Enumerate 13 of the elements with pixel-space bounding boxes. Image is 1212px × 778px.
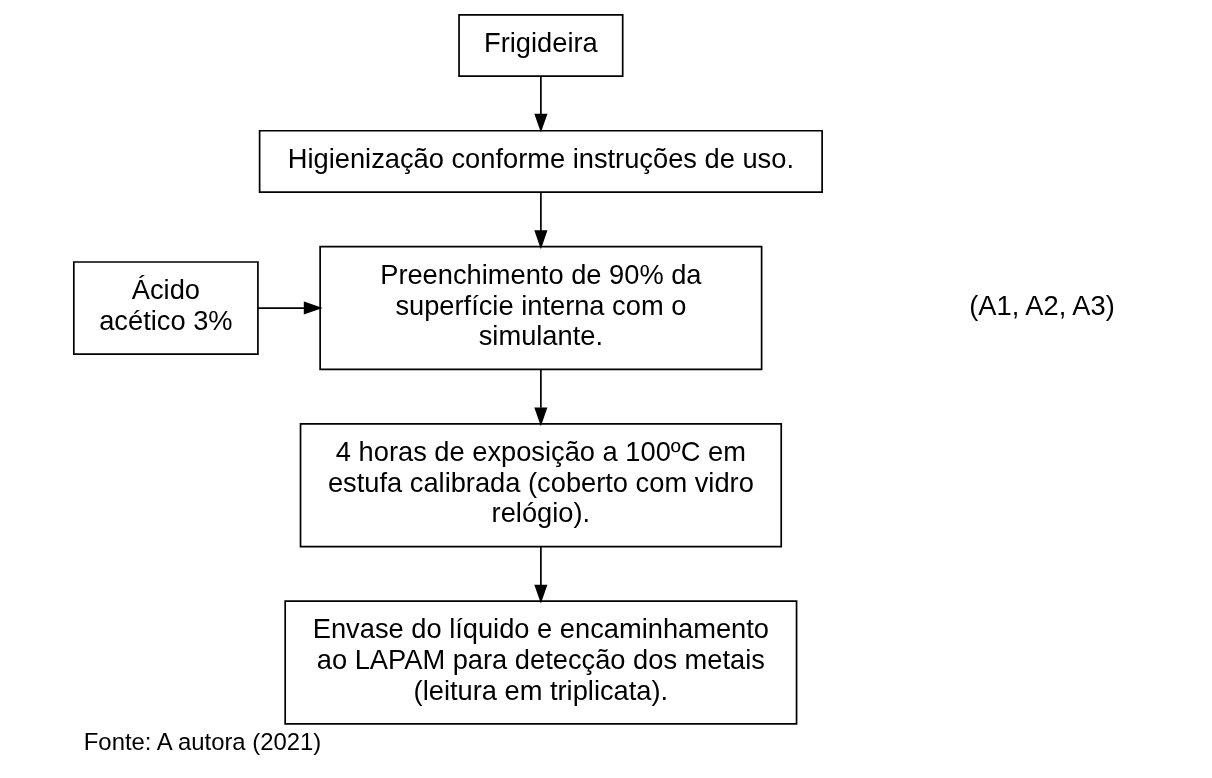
label: (A1, A2, A3) xyxy=(968,289,1115,321)
arrow xyxy=(533,191,547,250)
arrow xyxy=(256,301,323,315)
node-box: Preenchimento de 90% da superfície interna com o simulante. xyxy=(318,245,762,371)
node-box: Ácido acético 3% xyxy=(72,261,259,355)
node-box: Envase do líquido e encaminhamento ao LAPAM para detecção dos metais (leitura em triplicata). xyxy=(283,600,797,725)
arrow xyxy=(533,75,547,133)
node-box: 4 horas de exposição a 100ºC em estufa calibrada (coberto com vidro relógio). xyxy=(299,423,782,548)
node-box: Higienização conforme instruções de uso. xyxy=(258,129,823,193)
arrow xyxy=(533,546,547,604)
caption: Fonte: A autora (2021) xyxy=(83,727,321,755)
arrow xyxy=(533,368,547,427)
node-box: Frigideira xyxy=(457,14,624,78)
